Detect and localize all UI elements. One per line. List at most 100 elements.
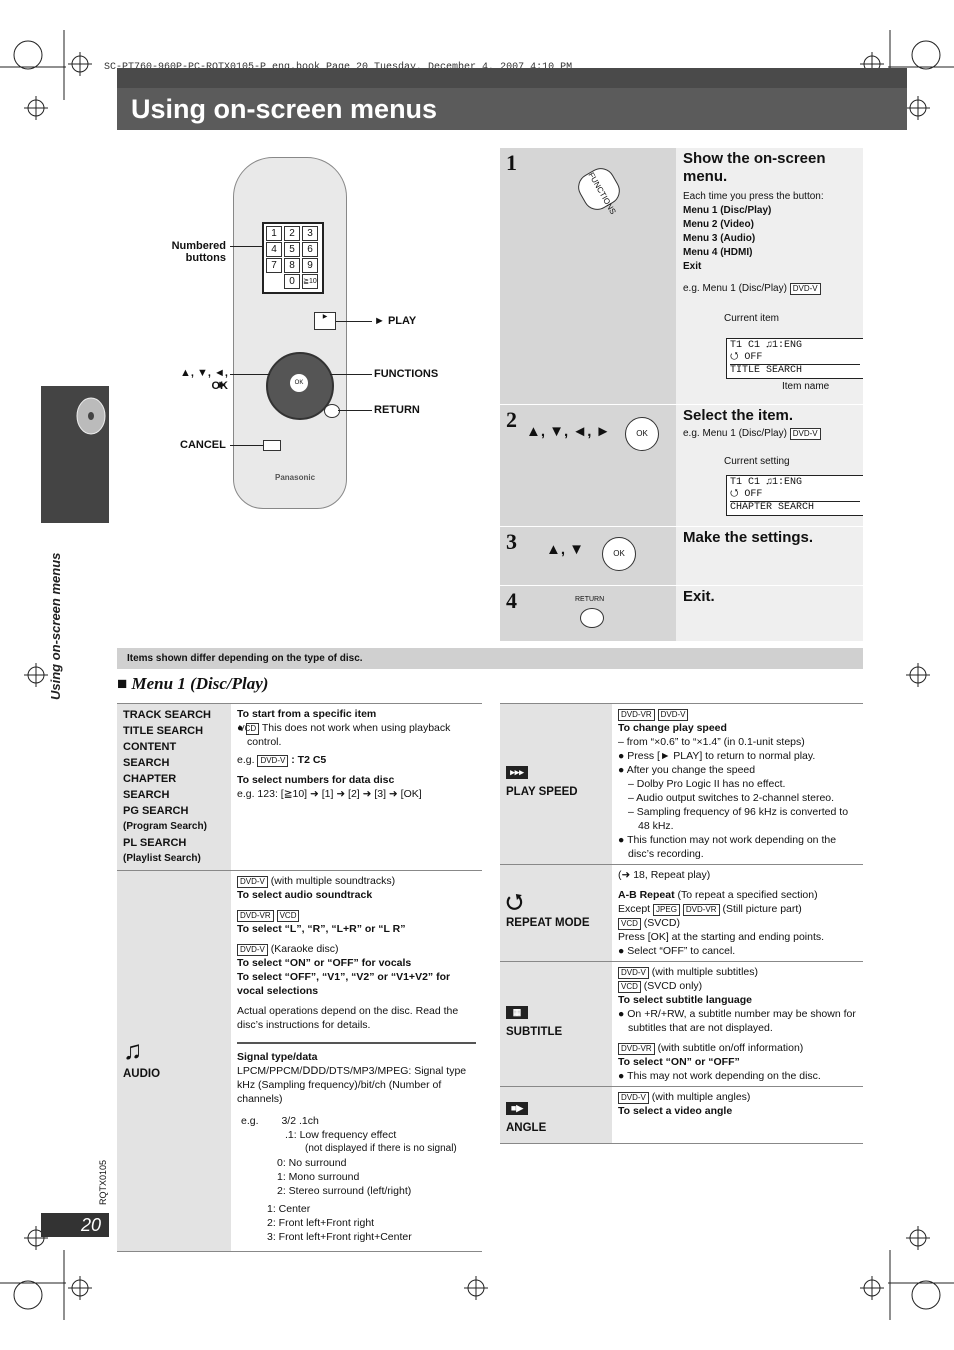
label-pg-search: PG SEARCH bbox=[123, 805, 189, 817]
signal-example: 3/2 .1ch bbox=[281, 1115, 319, 1127]
step-title: Make the settings. bbox=[683, 529, 814, 546]
signal-legend: .1: Low frequency effect bbox=[285, 1129, 397, 1141]
ok-button-icon: OK bbox=[602, 537, 636, 571]
osd-preview: T1 C1 ♫1:ENG ⭯ OFF CHAPTER SEARCH bbox=[726, 475, 863, 516]
music-note-icon: ♫ bbox=[123, 1034, 143, 1065]
desc-text: Press [OK] at the starting and ending po… bbox=[618, 931, 825, 943]
osd-line: T1 C1 ♫1:ENG bbox=[730, 477, 803, 488]
desc-text: This may not work depending on the disc. bbox=[627, 1070, 821, 1082]
example-text: e.g. Menu 1 (Disc/Play) bbox=[683, 283, 787, 294]
osd-line: ⭯ OFF bbox=[730, 352, 763, 363]
desc-heading: To select “ON” or “OFF” bbox=[618, 1056, 740, 1068]
desc-text: (with multiple angles) bbox=[648, 1091, 751, 1103]
example-line: e.g. Menu 1 (Disc/Play) DVD-V bbox=[683, 427, 821, 441]
ok-key: OK bbox=[290, 374, 308, 392]
cancel-key-icon bbox=[263, 440, 281, 451]
play-speed-label-cell: ▸▸▸ PLAY SPEED bbox=[500, 703, 612, 865]
label-track-search: TRACK SEARCH bbox=[123, 709, 211, 721]
section-tab bbox=[41, 386, 109, 523]
callout-line bbox=[338, 410, 372, 411]
label-audio: AUDIO bbox=[123, 1067, 161, 1080]
step-number: 3 bbox=[506, 529, 517, 554]
desc-text: – Dolby Pro Logic II has no effect. bbox=[628, 778, 786, 790]
step-number: 1 bbox=[506, 150, 517, 175]
callout-line bbox=[230, 246, 262, 247]
step-title: Show the on-screen menu. bbox=[683, 150, 826, 185]
desc-heading: Signal type/data bbox=[237, 1042, 476, 1064]
table-row: TRACK SEARCH TITLE SEARCH CONTENT SEARCH… bbox=[117, 703, 482, 871]
desc-text: (SVCD only) bbox=[640, 980, 703, 992]
osd-line: T1 C1 ♫1:ENG bbox=[730, 340, 803, 351]
desc-heading: To start from a specific item bbox=[237, 708, 377, 720]
desc-text: e.g. bbox=[237, 754, 258, 766]
menu1-right-table: ▸▸▸ PLAY SPEED DVD-VR DVD-V To change pl… bbox=[500, 703, 863, 1144]
label-play-speed: PLAY SPEED bbox=[506, 785, 578, 798]
play-key-icon: ▶ bbox=[314, 312, 336, 330]
step-title: Exit. bbox=[683, 588, 715, 605]
label-playlist-search: (Playlist Search) bbox=[123, 853, 201, 864]
disc-tag: DVD-V bbox=[657, 709, 689, 721]
desc-text: (with multiple soundtracks) bbox=[267, 875, 396, 887]
subtitle-icon: ▦ bbox=[506, 1005, 528, 1019]
numbered-buttons-callout: Numbered buttons bbox=[171, 240, 226, 264]
return-button-icon bbox=[580, 608, 604, 628]
step-3: 3 ▲, ▼ OK Make the settings. bbox=[500, 527, 863, 587]
brand-logo: Panasonic bbox=[275, 473, 316, 482]
key-3: 3 bbox=[302, 226, 318, 241]
cancel-callout: CANCEL bbox=[180, 439, 226, 451]
return-callout: RETURN bbox=[374, 404, 420, 416]
angle-label-cell: ■▶ ANGLE bbox=[500, 1086, 612, 1144]
key-7: 7 bbox=[266, 258, 282, 273]
disc-tag: DVD-V bbox=[257, 755, 289, 767]
repeat-label-cell: ⭯ REPEAT MODE bbox=[500, 864, 612, 962]
remote-control-illustration bbox=[233, 157, 347, 509]
step-1-body: Each time you press the button: Menu 1 (… bbox=[683, 190, 858, 296]
desc-text: (SVCD) bbox=[640, 917, 680, 929]
label-title-search: TITLE SEARCH bbox=[123, 725, 204, 737]
search-labels-cell: TRACK SEARCH TITLE SEARCH CONTENT SEARCH… bbox=[117, 703, 231, 871]
disc-tag: VCD bbox=[618, 981, 641, 993]
audio-label-cell: ♫ AUDIO bbox=[117, 870, 231, 1252]
osd-line: TITLE SEARCH bbox=[730, 364, 860, 377]
disc-tag: DVD-VR bbox=[682, 904, 720, 916]
callout-line bbox=[230, 445, 263, 446]
desc-text: (Still picture part) bbox=[719, 903, 802, 915]
menu1-left-table: TRACK SEARCH TITLE SEARCH CONTENT SEARCH… bbox=[117, 703, 482, 1252]
desc-text: (with multiple subtitles) bbox=[648, 966, 759, 978]
ok-button-icon: OK bbox=[625, 417, 659, 451]
title-band bbox=[117, 68, 907, 88]
steps-panel: 1 FUNCTIONS Show the on-screen menu. Eac… bbox=[500, 148, 863, 641]
play-speed-desc-cell: DVD-VR DVD-V To change play speed – from… bbox=[612, 703, 863, 865]
label-pl-search: PL SEARCH bbox=[123, 837, 187, 849]
label-chapter-search: CHAPTER SEARCH bbox=[123, 773, 177, 801]
desc-text: – from “×0.6” to “×1.4” (in 0.1-unit ste… bbox=[618, 736, 805, 748]
menu-option: Menu 1 (Disc/Play) bbox=[683, 205, 772, 216]
signal-legend: 1: Mono surround bbox=[277, 1171, 360, 1183]
label-program-search: (Program Search) bbox=[123, 821, 207, 832]
disc-tag: DVD-V bbox=[618, 1092, 649, 1104]
return-key-icon bbox=[324, 404, 340, 418]
desc-text: – Sampling frequency of 96 kHz is conver… bbox=[628, 806, 849, 832]
osd-line: ⭯ OFF bbox=[730, 489, 763, 500]
desc-bullet: ● VCD This does not work when using play… bbox=[237, 721, 476, 749]
desc-heading: To select “ON” or “OFF” for vocals bbox=[237, 957, 412, 969]
repeat-desc-cell: (➜ 18, Repeat play) A-B Repeat (To repea… bbox=[612, 864, 863, 962]
signal-legend: 1: Center bbox=[267, 1203, 311, 1215]
arrow-keys: ▲, ▼ bbox=[546, 541, 585, 558]
desc-text: Except bbox=[618, 903, 654, 915]
desc-heading: To select subtitle language bbox=[618, 994, 752, 1006]
table-row: ♫ AUDIO DVD-V (with multiple soundtracks… bbox=[117, 870, 482, 1252]
desc-heading: To select “OFF”, “V1”, “V2” or “V1+V2” f… bbox=[237, 971, 451, 997]
desc-text: – Audio output switches to 2-channel ste… bbox=[628, 792, 835, 804]
label-content-search: CONTENT SEARCH bbox=[123, 741, 177, 769]
key-1: 1 bbox=[266, 226, 282, 241]
desc-text: This function may not work depending on … bbox=[627, 834, 837, 860]
return-label: RETURN bbox=[575, 596, 605, 603]
desc-text: (➜ 18, Repeat play) bbox=[618, 869, 711, 881]
callout-line bbox=[336, 321, 372, 322]
callout-line bbox=[330, 374, 372, 375]
menu-option: Menu 2 (Video) bbox=[683, 219, 754, 230]
signal-legend: 3: Front left+Front right+Center bbox=[267, 1231, 412, 1243]
subtitle-desc-cell: DVD-V (with multiple subtitles) VCD (SVC… bbox=[612, 961, 863, 1087]
disc-tag: VCD bbox=[239, 723, 260, 735]
